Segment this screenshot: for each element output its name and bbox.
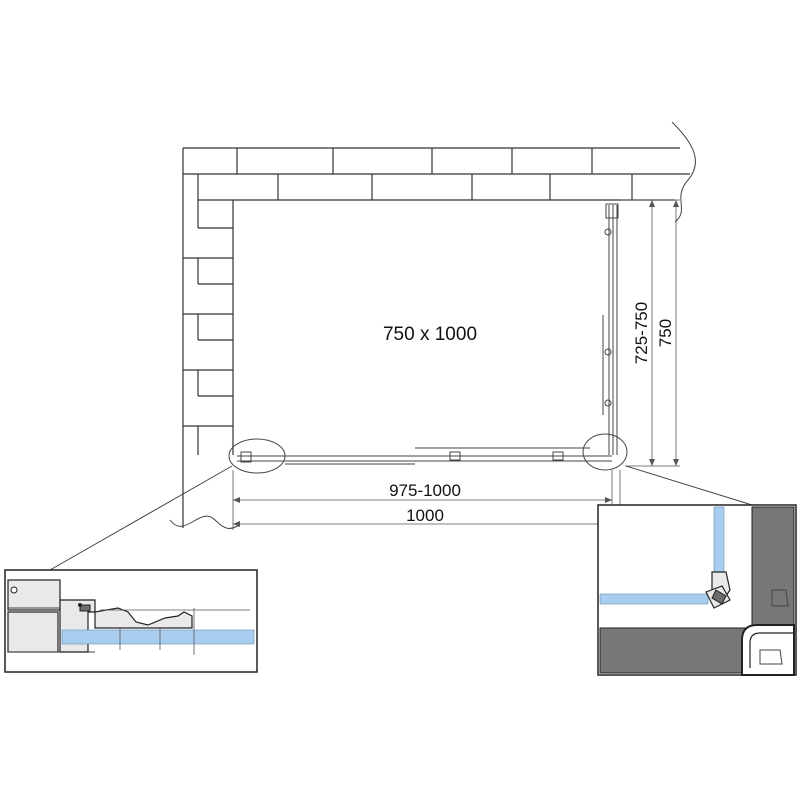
plan-size-label: 750 x 1000	[383, 324, 477, 345]
depth-total-label: 750	[656, 319, 675, 347]
depth-adjust-label: 725-750	[632, 302, 651, 364]
brick-wall-top	[183, 121, 696, 223]
detail-inset-left	[4, 569, 258, 673]
shower-front-doors	[237, 447, 612, 465]
width-adjust-label: 975-1000	[389, 481, 461, 500]
width-total-label: 1000	[406, 506, 444, 525]
detail-inset-right	[597, 504, 797, 676]
brick-wall-left	[169, 148, 241, 529]
leader-line-right	[625, 465, 753, 506]
depth-dimensions	[620, 199, 680, 467]
detail-circle-left	[228, 438, 286, 474]
leader-line-left	[49, 465, 233, 571]
detail-circle-right	[582, 433, 628, 471]
shower-side-panel	[602, 203, 619, 455]
